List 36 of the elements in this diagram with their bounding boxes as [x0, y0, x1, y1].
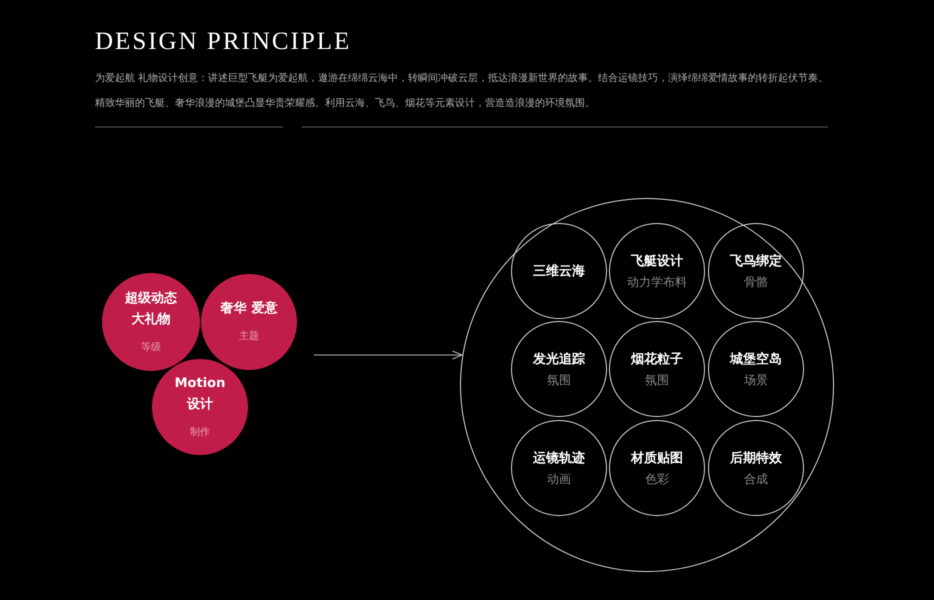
circle-title: 三维云海: [533, 262, 585, 280]
circle-title: 发光追踪: [533, 350, 585, 368]
skill-circle: [708, 321, 804, 417]
circle-title: 飞鸟绑定: [730, 252, 782, 270]
circle-title: 奢华 爱意: [220, 300, 278, 318]
skill-circle: [609, 420, 705, 516]
circle-title: 运镜轨迹: [533, 450, 585, 468]
description-paragraph: 为爱起航 礼物设计创意：讲述巨型飞艇为爱起航，遨游在绵绵云海中，转瞬间冲破云层，抵达浪漫新世界的故事。结合运镜技巧，演绎绵绵爱情故事的转折起伏节奏。精致华丽的飞艇、奢华浪漫的城堡凸显华贵荣耀感。利用云海、飞鸟、烟花等元素设计，营造造浪漫的环境氛围。: [95, 72, 830, 111]
title: DESIGN PRINCIPLE: [95, 28, 352, 56]
circle-title: 烟花粒子: [631, 350, 683, 368]
skill-circle: [511, 321, 607, 417]
skill-circle: [708, 420, 804, 516]
circle-subtitle: 等级: [140, 340, 162, 354]
circle-title: 城堡空岛: [730, 350, 782, 368]
skill-circle: [708, 223, 804, 319]
circle-title: 飞艇设计: [631, 252, 683, 270]
circle-subtitle: 色彩: [645, 470, 669, 488]
circle-subtitle: 场景: [744, 372, 768, 388]
circle-title: 后期特效: [730, 450, 782, 468]
circle-title: 材质贴图: [631, 450, 683, 468]
circle-subtitle: 骨骼: [744, 274, 768, 290]
circle-subtitle: 氛围: [645, 372, 669, 388]
skill-circle: [511, 223, 607, 319]
skill-circle: [609, 321, 705, 417]
circle-subtitle: 动画: [547, 470, 571, 488]
circle-title: 超级动态大礼物: [124, 290, 178, 328]
skill-circle: [609, 223, 705, 319]
arrow: [314, 350, 463, 360]
circle-subtitle: 主题: [238, 330, 260, 344]
circle-subtitle: 制作: [189, 426, 211, 440]
circle-title: Motion设计: [174, 374, 226, 414]
circle-subtitle: 氛围: [547, 372, 571, 388]
outline-circle: [460, 198, 834, 572]
skill-circle: [511, 420, 607, 516]
circle-subtitle: 合成: [744, 470, 768, 488]
circle-subtitle: 动力学布料: [627, 274, 687, 290]
